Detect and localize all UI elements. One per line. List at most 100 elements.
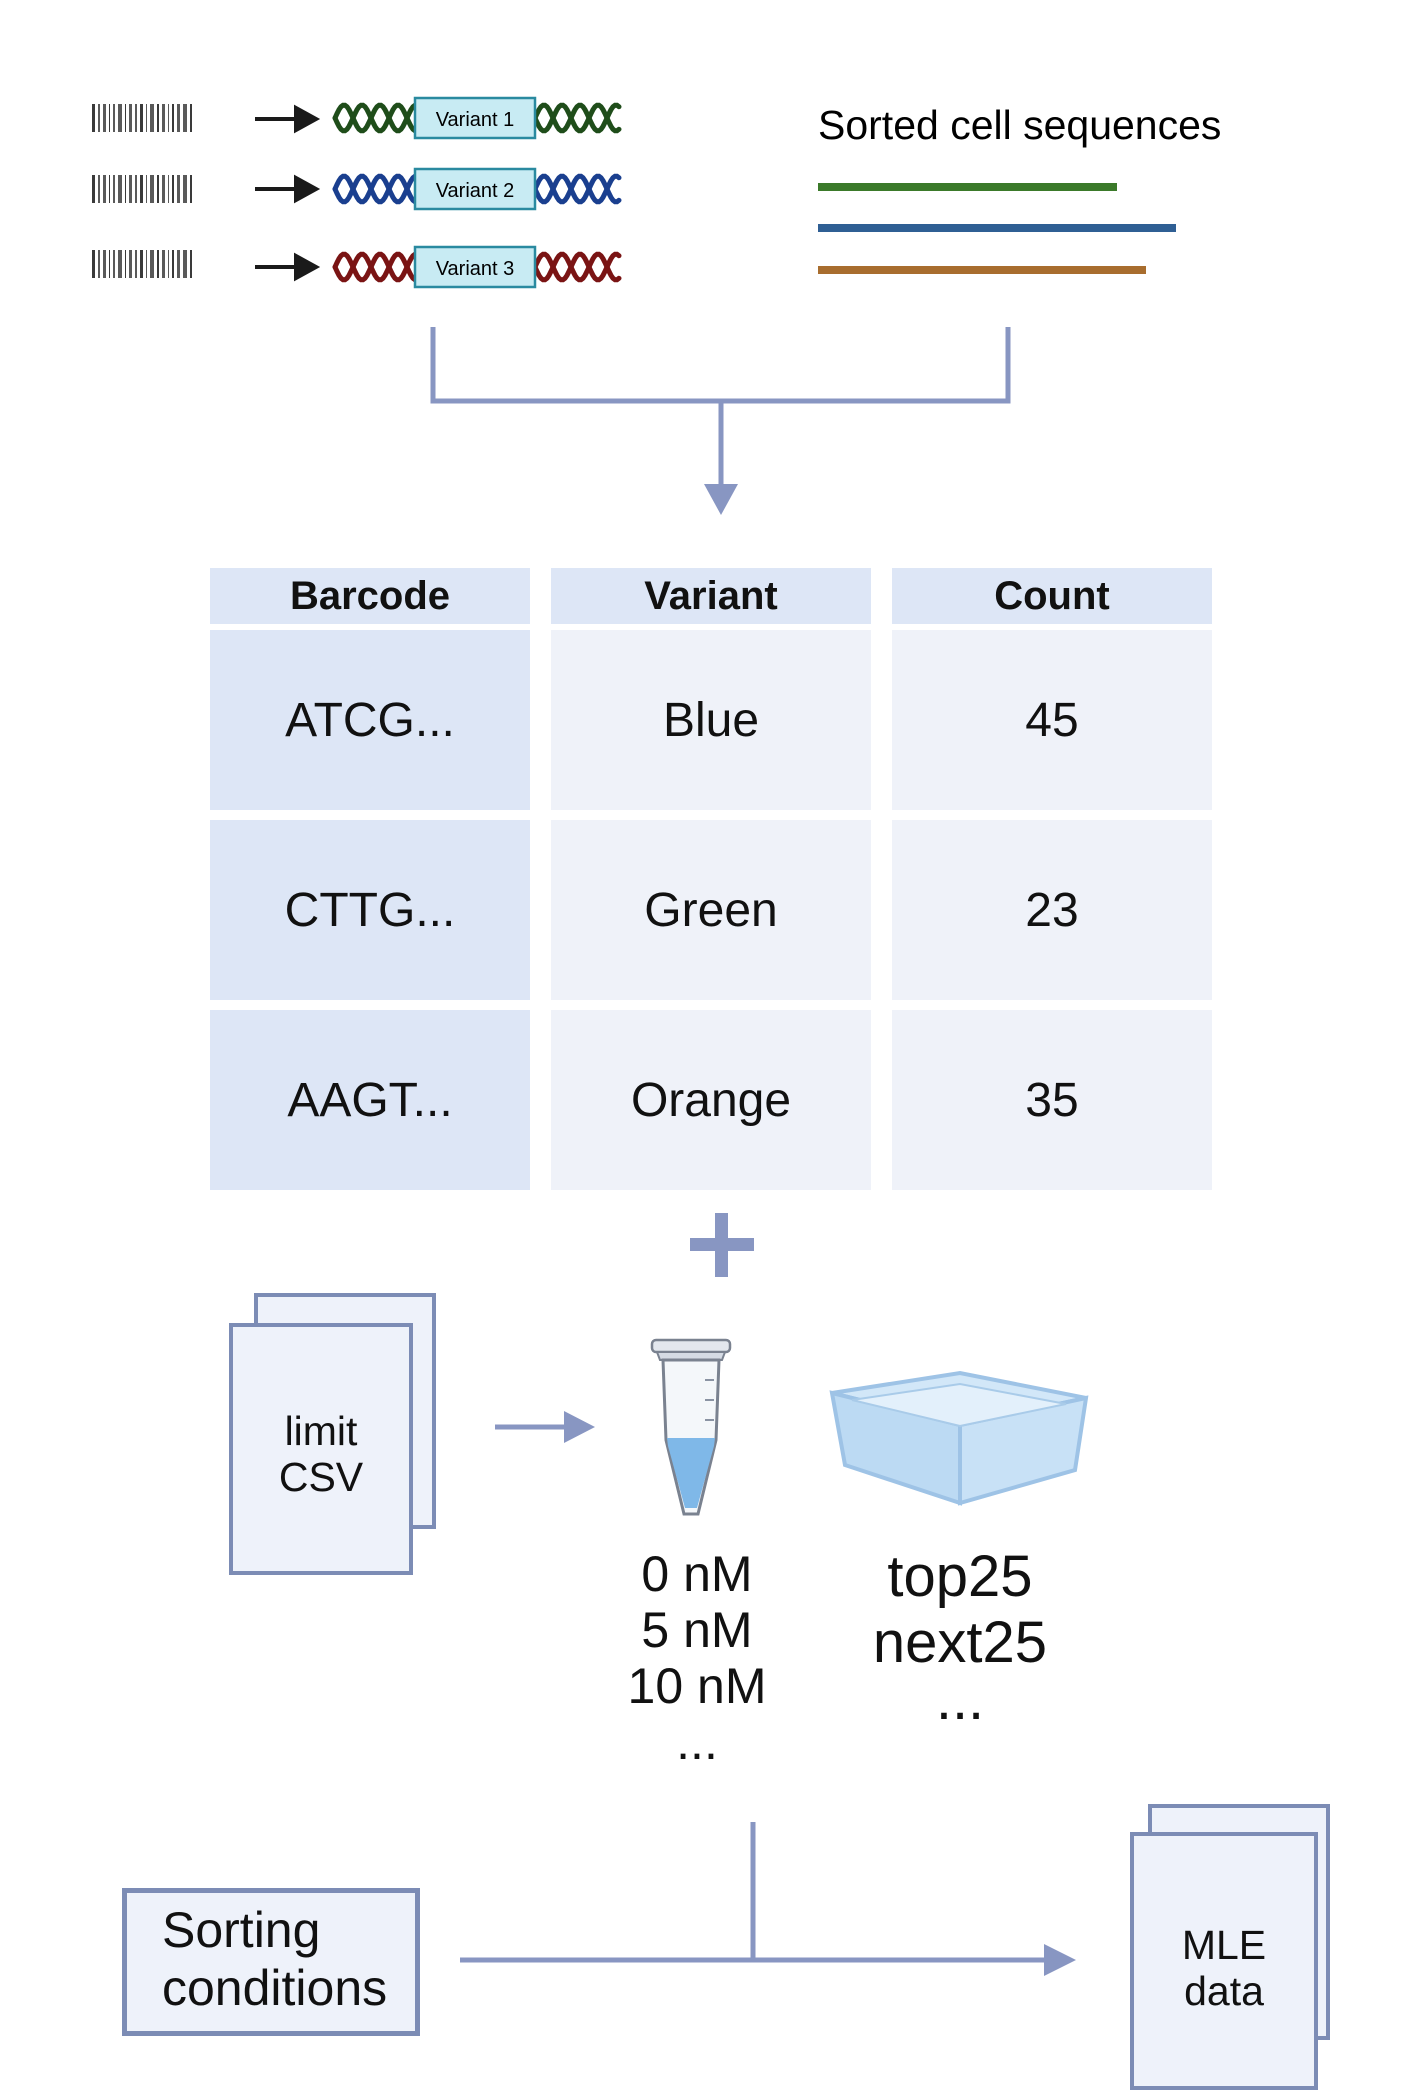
barcode-bar [177, 175, 180, 203]
barcode-bar [98, 250, 100, 278]
barcode-bar [190, 104, 192, 132]
barcode-bar [118, 104, 122, 132]
dna-helix-icon [332, 173, 622, 205]
down-arrow-icon [704, 484, 738, 515]
barcode-bar [135, 175, 137, 203]
barcode-bar [118, 250, 122, 278]
table-cell: 35 [892, 1010, 1212, 1190]
limit-csv-label: limit CSV [229, 1408, 413, 1500]
barcode-bar [140, 104, 143, 132]
barcode-bar [177, 250, 180, 278]
barcode-bar [183, 175, 187, 203]
barcode-bar [150, 104, 154, 132]
barcode-bar [157, 104, 159, 132]
barcode-bar [129, 175, 132, 203]
barcode-bar [162, 250, 165, 278]
barcode-bar [157, 175, 159, 203]
mle-data-line2: data [1184, 1968, 1264, 2014]
tray-icon [829, 1370, 1089, 1506]
barcode-bar [150, 250, 154, 278]
barcode-bar [98, 104, 100, 132]
limit-csv-document [229, 1323, 413, 1575]
barcode-bar [103, 175, 106, 203]
concentration-item: 0 nM [641, 1546, 753, 1602]
barcode-bar [172, 175, 174, 203]
table-cell: AAGT... [210, 1010, 530, 1190]
table-header-barcode: Barcode [210, 568, 530, 624]
barcode-bar [129, 250, 132, 278]
sorting-conditions-line2: conditions [162, 1960, 388, 2016]
barcode-bar [103, 250, 106, 278]
barcode-bar [140, 175, 143, 203]
barcode-bar [162, 175, 165, 203]
limit-csv-line1: limit [284, 1408, 358, 1454]
variant-box-1: Variant 1 [413, 96, 537, 140]
barcode-bar [177, 104, 180, 132]
barcode-bar [113, 175, 115, 203]
mle-data-line1: MLE [1181, 1922, 1267, 1968]
limit-csv-line2: CSV [278, 1454, 364, 1500]
plus-icon [690, 1213, 754, 1277]
barcode-bar [172, 104, 174, 132]
barcode-bar [190, 250, 192, 278]
barcode-bar [190, 175, 192, 203]
right-arrow-icon [495, 1411, 595, 1443]
bin-item: top25 [887, 1544, 1033, 1609]
barcode-bar [109, 104, 110, 132]
concentration-item: ... [676, 1714, 718, 1770]
barcode-bar [140, 250, 143, 278]
mle-data-label: MLE data [1130, 1922, 1318, 2014]
bin-item: next25 [872, 1610, 1048, 1675]
barcode-bar [92, 250, 95, 278]
barcode-bar [146, 175, 147, 203]
tube-icon [650, 1338, 732, 1516]
barcode-bar [168, 250, 169, 278]
barcode-bar [92, 175, 95, 203]
barcode-bar [118, 175, 122, 203]
variant-label: Variant 3 [436, 258, 515, 280]
variant-box-2: Variant 2 [413, 167, 537, 211]
mle-data-document [1130, 1832, 1318, 2090]
barcode-bar [92, 104, 95, 132]
sorting-conditions-box [122, 1888, 420, 2036]
variant-box-3: Variant 3 [413, 245, 537, 289]
table-cell: Blue [551, 630, 871, 810]
dna-helix-icon [332, 251, 622, 283]
sorting-conditions-line1: Sorting [162, 1902, 321, 1958]
barcode-bar [162, 104, 165, 132]
barcode-bar [168, 175, 169, 203]
barcode-bar [168, 104, 169, 132]
table-cell: ATCG... [210, 630, 530, 810]
barcode-bar [135, 250, 137, 278]
barcode-bar [113, 250, 115, 278]
barcode-bar [150, 175, 154, 203]
barcode-bar [183, 250, 187, 278]
barcode-bar [125, 175, 126, 203]
barcode-bar [129, 104, 132, 132]
table-cell: Orange [551, 1010, 871, 1190]
barcode-bar [135, 104, 137, 132]
barcode-bar [125, 104, 126, 132]
table-cell: CTTG... [210, 820, 530, 1000]
barcode-arrows [255, 104, 321, 282]
concentration-list: 0 nM 5 nM 10 nM ... [597, 1546, 797, 1770]
barcode-bar [98, 175, 100, 203]
sorting-conditions-label: Sorting conditions [162, 1901, 387, 2017]
table-cell: Green [551, 820, 871, 1000]
table-header-count: Count [892, 568, 1212, 624]
barcode-bar [146, 250, 147, 278]
table-header-variant: Variant [551, 568, 871, 624]
barcode-bar [146, 104, 147, 132]
dna-helix-icon [332, 102, 622, 134]
barcode-icons [92, 104, 192, 278]
barcode-bar [103, 104, 106, 132]
barcode-bar [109, 250, 110, 278]
variant-label: Variant 2 [436, 180, 515, 202]
table-cell: 45 [892, 630, 1212, 810]
variant-label: Variant 1 [436, 109, 515, 131]
merge-connector [430, 327, 1011, 490]
table-cell: 23 [892, 820, 1212, 1000]
barcode-bar [172, 250, 174, 278]
barcode-bar [113, 104, 115, 132]
sorted-sequences-title: Sorted cell sequences [818, 102, 1221, 148]
